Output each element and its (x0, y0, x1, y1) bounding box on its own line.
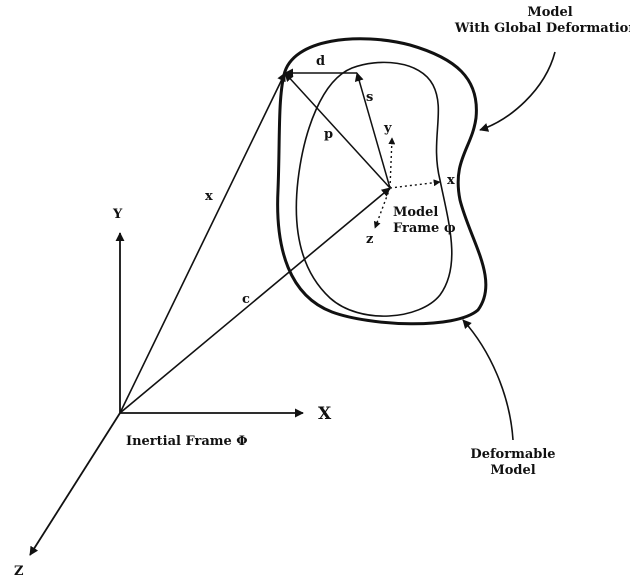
label-vector-s: s (366, 90, 373, 105)
local-z-axis (373, 187, 391, 229)
label-vector-d: d (316, 54, 325, 69)
label-local-z: z (366, 232, 373, 247)
local-x-axis (389, 179, 441, 189)
label-axis-Y: Y (112, 207, 123, 222)
local-y-axis (388, 137, 396, 189)
label-local-y: y (383, 121, 392, 136)
deformed-model-outline (276, 37, 488, 326)
label-deformable-line1: Deformable (470, 447, 555, 462)
label-axis-X: X (318, 404, 332, 424)
vector-x (119, 72, 286, 414)
deformable-model-outline (295, 61, 453, 317)
label-vector-c: c (242, 292, 250, 307)
label-model-deformed-line1: Model (527, 5, 572, 20)
label-inertial-frame: Inertial Frame Φ (126, 434, 248, 449)
label-model-frame-line1: Model (393, 205, 438, 220)
label-local-x: x (447, 173, 455, 188)
label-deformable-line2: Model (490, 463, 535, 478)
callout-arrow-deformable-model (462, 319, 514, 441)
label-model-frame-line2: Frame φ (393, 221, 456, 236)
label-vector-p: p (324, 127, 333, 142)
inertial-z-axis (29, 412, 121, 556)
vector-p (284, 72, 391, 189)
vector-c (119, 187, 391, 414)
label-model-deformed-line2: With Global Deformations (454, 21, 630, 36)
label-axis-Z: Z (14, 564, 24, 579)
callout-arrow-global-deformations (479, 51, 556, 132)
label-vector-x: x (205, 189, 213, 204)
vector-s (354, 72, 391, 189)
